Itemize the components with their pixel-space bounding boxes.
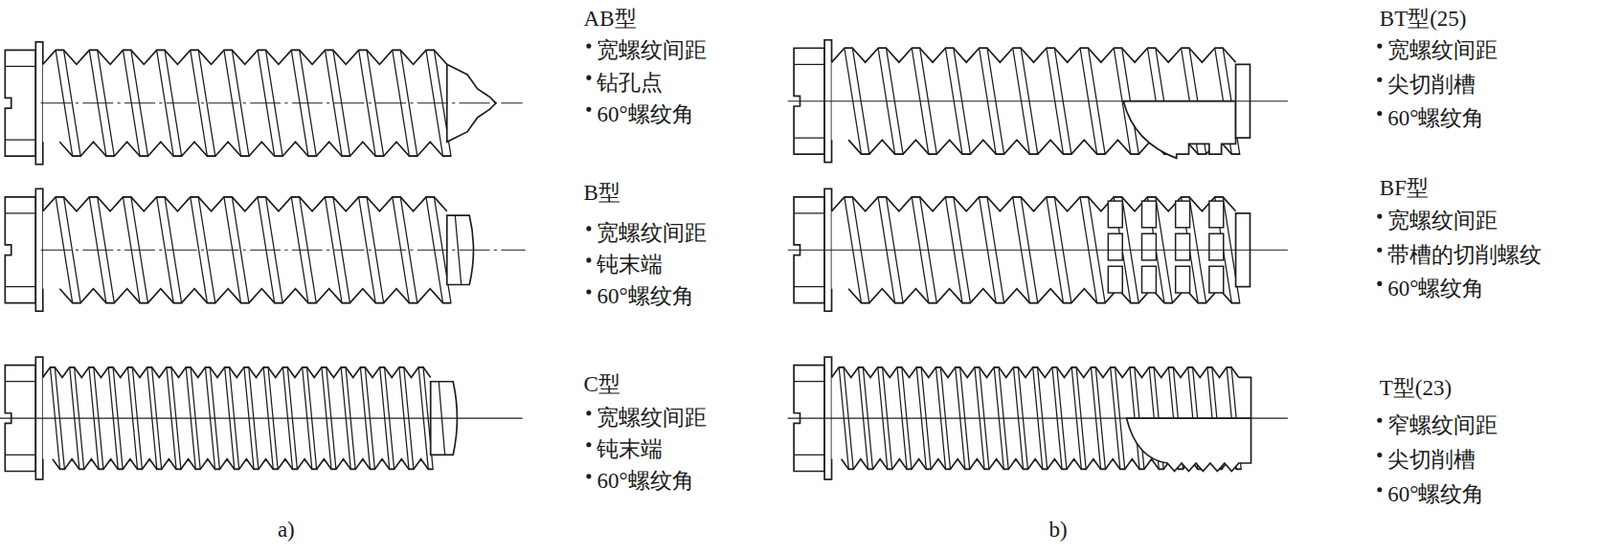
head-edge <box>793 136 825 138</box>
flute-slot <box>1175 201 1191 228</box>
thread-profile <box>43 49 448 65</box>
bullet-dot <box>1376 487 1382 493</box>
type-title: B型 <box>584 180 621 207</box>
thread-profile <box>832 367 1240 379</box>
screw-bf <box>788 188 1288 312</box>
bullet-dot <box>1376 111 1382 116</box>
bullet-dot <box>1376 77 1382 83</box>
bullet-dot <box>1376 281 1382 287</box>
flute-slot <box>1107 201 1123 228</box>
feature-note: 窄螺纹间距 <box>1387 412 1498 440</box>
blunt-end <box>1239 377 1252 419</box>
flute-slot <box>1107 233 1123 261</box>
feature-note: 宽螺纹间距 <box>1387 207 1498 235</box>
head-edge <box>793 454 825 456</box>
feature-note: 60°螺纹角 <box>596 283 694 311</box>
screw-c <box>0 357 523 480</box>
feature-note: 带槽的切削螺纹 <box>1387 242 1542 270</box>
center-line <box>41 249 526 251</box>
feature-note: 钝末端 <box>596 436 663 464</box>
thread-profile <box>43 367 431 379</box>
bullet-dot <box>585 410 591 416</box>
bullet-dot <box>585 289 591 294</box>
type-title: BF型 <box>1379 175 1429 203</box>
panel-letter: b) <box>1049 517 1068 544</box>
bullet-dot <box>1376 247 1382 253</box>
feature-note: 尖切削槽 <box>1387 447 1476 474</box>
flute-slot <box>1142 233 1157 261</box>
center-line <box>788 249 1288 251</box>
head-edge <box>4 66 36 68</box>
bullet-dot <box>585 225 591 231</box>
bullet-dot <box>1376 452 1382 458</box>
feature-note: 宽螺纹间距 <box>1387 37 1498 65</box>
bullet-dot <box>585 442 591 448</box>
feature-note: 钻孔点 <box>596 69 663 97</box>
bullet-dot <box>585 75 591 81</box>
flute-slot <box>1142 201 1157 228</box>
flute-slot <box>1209 233 1224 261</box>
center-line <box>41 102 523 104</box>
head-edge <box>4 139 36 141</box>
cutting-slot <box>1123 101 1236 159</box>
feature-note: 60°螺纹角 <box>596 101 694 129</box>
screw-t <box>788 357 1288 480</box>
bullet-dot <box>585 44 591 49</box>
type-title: AB型 <box>584 5 637 33</box>
flute-slot <box>1142 266 1157 293</box>
head-edge <box>4 212 36 214</box>
feature-note: 60°螺纹角 <box>596 468 694 496</box>
feature-note: 60°螺纹角 <box>1387 481 1485 509</box>
bullet-dot <box>585 107 591 113</box>
head-edge <box>793 64 825 66</box>
thread-profile <box>59 289 451 304</box>
cutting-slot <box>1126 418 1252 472</box>
screw-b <box>4 188 526 312</box>
feature-note: 60°螺纹角 <box>1387 275 1485 303</box>
flute-slot <box>1107 266 1123 293</box>
thread-profile <box>832 47 1237 63</box>
feature-note: 60°螺纹角 <box>1387 105 1485 133</box>
feature-note: 宽螺纹间距 <box>596 405 707 432</box>
center-line <box>0 418 523 420</box>
flute-slot <box>1209 201 1224 228</box>
head-edge <box>4 381 36 383</box>
center-line <box>788 100 1288 102</box>
thread-profile <box>43 197 448 212</box>
thread-profile <box>59 141 451 157</box>
type-title: C型 <box>584 371 621 399</box>
type-title: BT型(25) <box>1379 5 1467 33</box>
type-title: T型(23) <box>1379 375 1452 403</box>
head-edge <box>793 381 825 383</box>
head-edge <box>793 212 825 214</box>
panel-letter: a) <box>277 517 295 544</box>
screw-bt <box>788 40 1288 163</box>
feature-note: 尖切削槽 <box>1387 71 1476 99</box>
head-edge <box>4 286 36 288</box>
bullet-dot <box>1376 214 1382 220</box>
screw-head <box>4 49 36 157</box>
center-line <box>788 418 1288 420</box>
bullet-dot <box>585 257 591 263</box>
head-edge <box>793 286 825 288</box>
thread-profile <box>52 459 433 471</box>
feature-note: 宽螺纹间距 <box>596 220 707 248</box>
bullet-group <box>585 44 1382 494</box>
flute-slot <box>1175 233 1191 261</box>
head-edge <box>4 454 36 456</box>
feature-note: 宽螺纹间距 <box>596 37 707 65</box>
flute-slot <box>1209 266 1224 293</box>
bullet-dot <box>1376 44 1382 49</box>
feature-note: 钝末端 <box>596 251 663 279</box>
screw-ab <box>4 42 522 165</box>
screw-head <box>4 197 36 304</box>
bullet-dot <box>1376 418 1382 424</box>
flute-slot <box>1175 266 1191 293</box>
bullet-dot <box>585 473 591 479</box>
